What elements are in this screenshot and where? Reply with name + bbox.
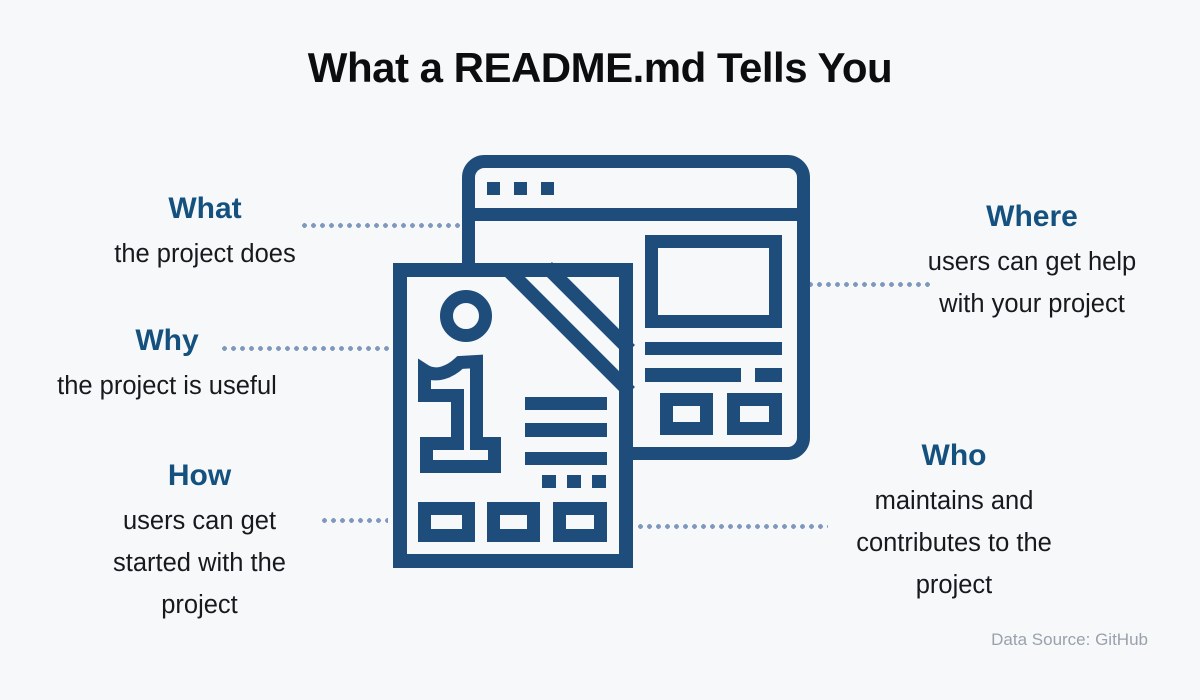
browser-menu-dot-2 [514, 182, 527, 195]
browser-menu-dot-1 [487, 182, 500, 195]
callout-who-heading: Who [921, 439, 987, 472]
callout-how-body: users can get started with the project [113, 507, 286, 619]
callout-how: How users can get started with the proje… [82, 459, 317, 626]
browser-text-line-2 [645, 368, 741, 382]
data-source-note: Data Source: GitHub [991, 630, 1148, 649]
callout-what-heading: What [168, 192, 242, 225]
connector-who-dotted-line [636, 524, 828, 529]
callout-why: Why the project is useful [27, 324, 307, 407]
connector-where-dotted-line [806, 282, 930, 287]
browser-text-line-1 [645, 342, 782, 355]
document-button-2 [487, 502, 540, 542]
document-text-line-2 [525, 423, 607, 437]
document-button-3 [553, 502, 607, 542]
document-text-line-3 [525, 452, 607, 465]
browser-menu-dot-3 [541, 182, 554, 195]
callout-who: Who maintains and contributes to the pro… [828, 439, 1080, 606]
browser-image-placeholder [645, 235, 782, 328]
connector-why-dotted-line [220, 346, 392, 351]
callout-where-body: users can get help with your project [927, 248, 1137, 318]
document-dot-2 [567, 475, 581, 488]
document-dot-1 [542, 475, 556, 488]
callout-what: What the project does [85, 192, 325, 275]
browser-toolbar-divider [466, 208, 806, 221]
browser-text-line-2b [755, 368, 782, 382]
info-dot-circle [440, 290, 492, 342]
callout-who-body: maintains and contributes to the project [856, 487, 1052, 599]
browser-button-1 [660, 393, 713, 435]
page-title: What a README.md Tells You [307, 44, 893, 91]
browser-button-2 [727, 393, 782, 435]
readme-document-and-browser-window-icon [393, 155, 810, 568]
callout-where: Where users can get help with your proje… [902, 200, 1162, 325]
document-text-line-1 [525, 397, 607, 410]
connector-how-dotted-line [320, 518, 388, 523]
callout-why-body: the project is useful [57, 372, 277, 400]
callout-where-heading: Where [986, 200, 1078, 233]
callout-how-heading: How [167, 459, 232, 492]
callout-why-heading: Why [135, 324, 199, 357]
connector-what-dotted-line [300, 223, 460, 228]
readme-document-shape [393, 262, 635, 568]
document-fold-diagonal-2 [542, 262, 635, 355]
document-fold-diagonal-1 [501, 263, 635, 397]
callout-what-body: the project does [114, 240, 296, 268]
document-dot-3 [592, 475, 606, 488]
info-one-glyph [418, 354, 501, 473]
document-button-1 [418, 502, 475, 542]
